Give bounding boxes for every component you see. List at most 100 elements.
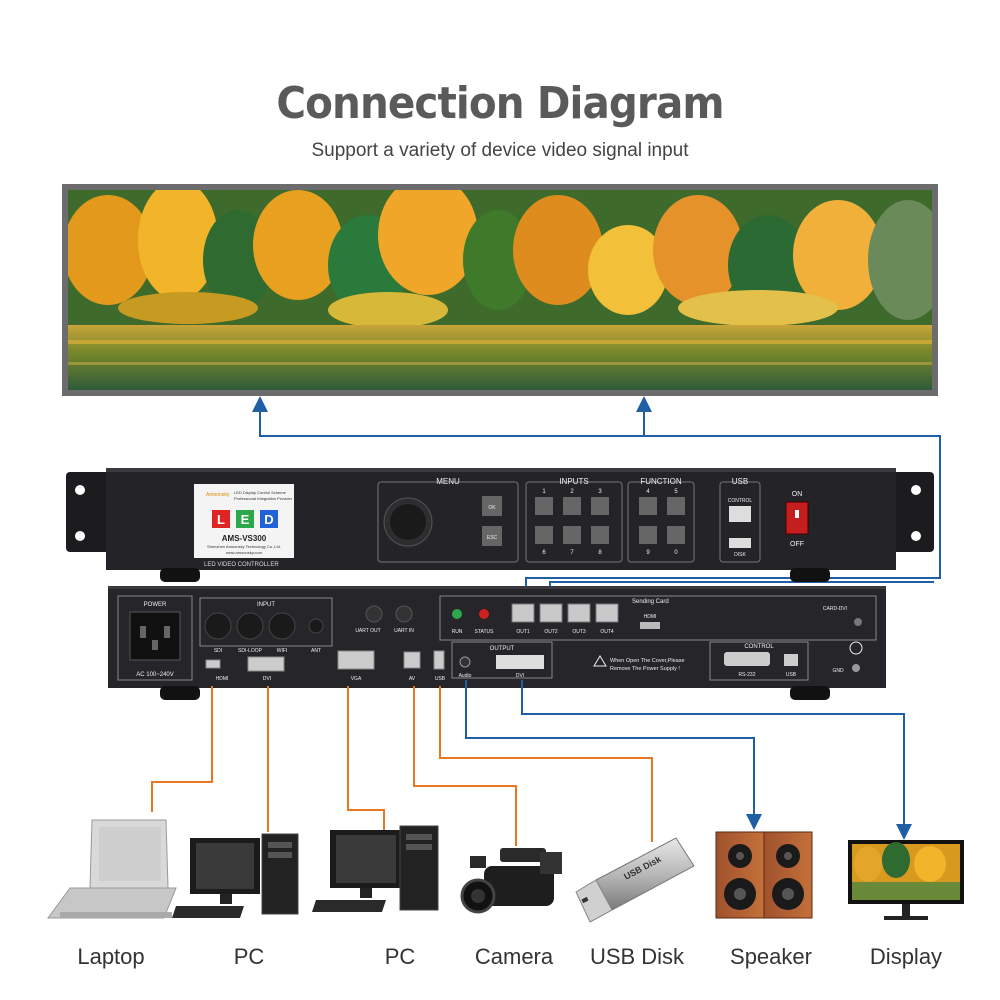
input-number-bottom: 8 [598, 550, 602, 556]
input-knob[interactable] [204, 612, 232, 640]
out-port[interactable] [595, 603, 619, 623]
logo-brand: Amoonsky [206, 492, 230, 498]
input-number-top: 1 [542, 489, 546, 495]
input-number-bottom: 7 [570, 550, 574, 556]
input-knob[interactable] [268, 612, 296, 640]
rear-port[interactable] [337, 650, 375, 670]
audio-port[interactable] [459, 656, 471, 668]
uart-in-label: UART IN [394, 628, 414, 634]
run-label: RUN [452, 629, 463, 635]
speaker-icon [715, 831, 813, 919]
controller-label: LED VIDEO CONTROLLER [204, 562, 279, 568]
rear-port-label: AV [409, 676, 416, 682]
led-letter-e: E [241, 512, 250, 527]
rear-port-label: USB [435, 676, 446, 682]
sending-card-label: Sending Card [632, 599, 669, 605]
input-knob[interactable] [236, 612, 264, 640]
power-on-label: ON [792, 491, 803, 498]
video-camera-icon [460, 848, 562, 914]
out-port[interactable] [511, 603, 535, 623]
out-port-label: OUT4 [600, 629, 614, 635]
input-number-top: 3 [598, 489, 602, 495]
output-dvi-label: DVI [516, 673, 524, 679]
audio-label: Audio [459, 673, 472, 679]
ok-button[interactable] [482, 496, 502, 516]
landscape-image [63, 175, 948, 390]
rear-port[interactable] [205, 659, 221, 669]
monitor-icon [848, 840, 964, 920]
warning-line-1: When Open The Cover,Please [610, 658, 685, 664]
rear-port[interactable] [247, 656, 285, 672]
out-port[interactable] [539, 603, 563, 623]
input-button[interactable] [591, 497, 609, 515]
function-number-top: 5 [674, 489, 678, 495]
input-button[interactable] [535, 497, 553, 515]
control-usb-port[interactable] [784, 654, 798, 666]
input-knob-label: SDI [214, 648, 222, 654]
function-button[interactable] [667, 526, 685, 544]
function-button[interactable] [639, 497, 657, 515]
out-port[interactable] [567, 603, 591, 623]
input-button[interactable] [591, 526, 609, 544]
device-label-pc-2: PC [384, 944, 416, 969]
device-label-usb-disk: USB Disk [589, 944, 685, 969]
esc-button-label: ESC [487, 535, 498, 541]
usb-disk-icon: USB Disk [575, 837, 695, 923]
device-label-pc-1: PC [233, 944, 265, 969]
card-hdmi-port[interactable] [640, 622, 660, 629]
led-letter-d: D [264, 512, 273, 527]
rear-port[interactable] [433, 650, 445, 670]
input-button[interactable] [563, 526, 581, 544]
power-label: POWER [144, 602, 167, 608]
usb-disk-label: DISK [734, 552, 746, 558]
control-label: CONTROL [744, 644, 774, 650]
rear-port[interactable] [403, 651, 421, 669]
usb-label: USB [732, 477, 748, 486]
device-label-camera: Camera [474, 944, 554, 969]
led-screen [62, 175, 948, 396]
esc-button[interactable] [482, 526, 502, 546]
power-inlet[interactable] [129, 611, 181, 661]
function-number-top: 4 [646, 489, 650, 495]
page-title: Connection Diagram [276, 78, 724, 129]
rear-port-label: VGA [351, 676, 362, 682]
logo-tagline-1: LED Display Control Scheme [234, 490, 287, 495]
input-lines [151, 686, 653, 846]
status-label: STATUS [475, 629, 495, 635]
usb-control-port[interactable] [729, 506, 751, 522]
device-label-laptop: Laptop [77, 944, 145, 969]
card-hdmi-label: HDMI [644, 614, 657, 620]
rear-port-label: HDMI [216, 676, 229, 682]
gnd-label: GND [832, 668, 844, 674]
gnd-screw[interactable] [852, 664, 860, 672]
menu-label: MENU [436, 477, 460, 486]
out-port-label: OUT3 [572, 629, 586, 635]
warning-line-2: Remove The Power Supply ! [610, 666, 680, 672]
rs232-label: RS-232 [739, 672, 756, 678]
input-knob-label: WIFI [277, 648, 288, 654]
function-button[interactable] [639, 526, 657, 544]
input-label: INPUT [257, 602, 275, 608]
desktop-pc-icon [172, 833, 299, 918]
rs232-port[interactable] [724, 652, 770, 666]
function-number-bottom: 9 [646, 550, 650, 556]
input-button[interactable] [563, 497, 581, 515]
input-button[interactable] [535, 526, 553, 544]
company-name: Shenzhen Amoonsky Technology Co.,Ltd. [207, 544, 281, 549]
desktop-pc-icon [312, 825, 439, 912]
website: www.amoonsky.com [226, 550, 263, 555]
function-button[interactable] [667, 497, 685, 515]
function-number-bottom: 0 [674, 550, 678, 556]
inputs-label: INPUTS [559, 477, 588, 486]
output-dvi-port[interactable] [496, 655, 544, 669]
out-port-label: OUT1 [516, 629, 530, 635]
usb-disk-port[interactable] [729, 538, 751, 548]
ok-button-label: OK [488, 505, 496, 511]
input-knob[interactable] [308, 618, 324, 634]
